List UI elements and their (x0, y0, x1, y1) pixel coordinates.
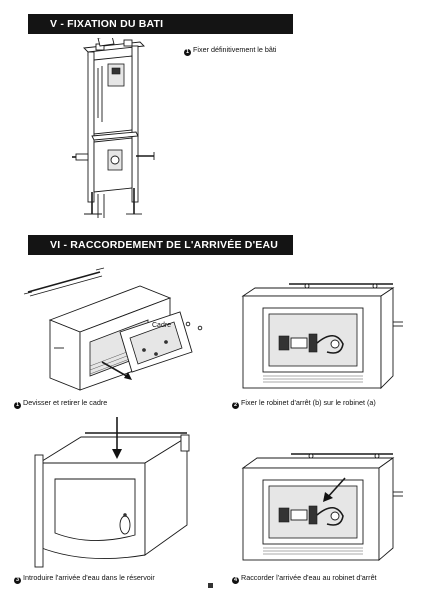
step-text: Introduire l'arrivée d'eau dans le réser… (23, 573, 155, 582)
cadre-label: Cadre (152, 322, 172, 329)
step-number-badge: 3 (14, 577, 21, 584)
step-text: Fixer définitivement le bâti (193, 45, 277, 54)
step-number-badge: 4 (232, 577, 239, 584)
step-number-badge: 1 (184, 49, 191, 56)
section-title-text: V - FIXATION DU BATI (50, 18, 164, 30)
remove-frame-illustration (23, 267, 203, 391)
section-title-text: VI - RACCORDEMENT DE L'ARRIVÉE D'EAU (50, 239, 279, 251)
page-marker (208, 583, 213, 588)
step-text: Devisser et retirer le cadre (23, 398, 108, 407)
fix-valve-illustration (241, 283, 403, 390)
section-title-fixation: V - FIXATION DU BATI (28, 14, 293, 34)
step-number-badge: 2 (232, 402, 239, 409)
frame-fixation-illustration (72, 38, 155, 218)
step-number-badge: 1 (14, 402, 21, 409)
section-title-raccordement: VI - RACCORDEMENT DE L'ARRIVÉE D'EAU (28, 235, 293, 255)
insert-water-supply-illustration (34, 417, 190, 568)
step-text: Fixer le robinet d'arrêt (b) sur le robi… (241, 398, 376, 407)
step-text: Raccorder l'arrivée d'eau au robinet d'a… (241, 573, 377, 582)
connect-water-supply-illustration (241, 453, 403, 561)
